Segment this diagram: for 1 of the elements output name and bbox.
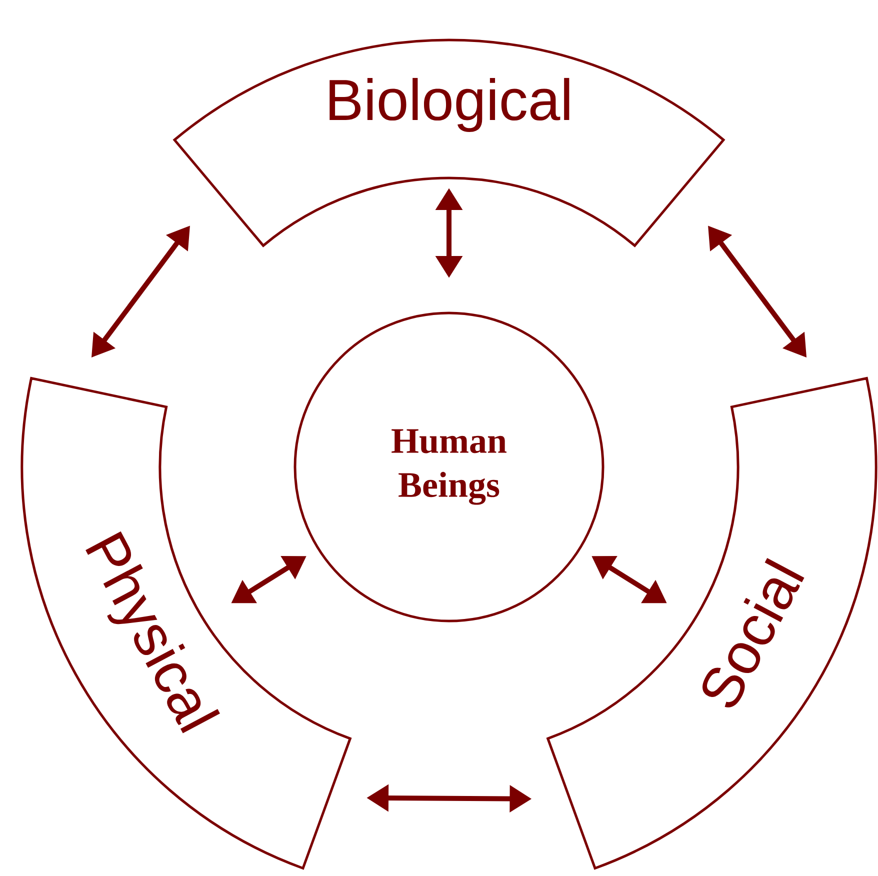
arc-band: Biological xyxy=(173,38,725,247)
